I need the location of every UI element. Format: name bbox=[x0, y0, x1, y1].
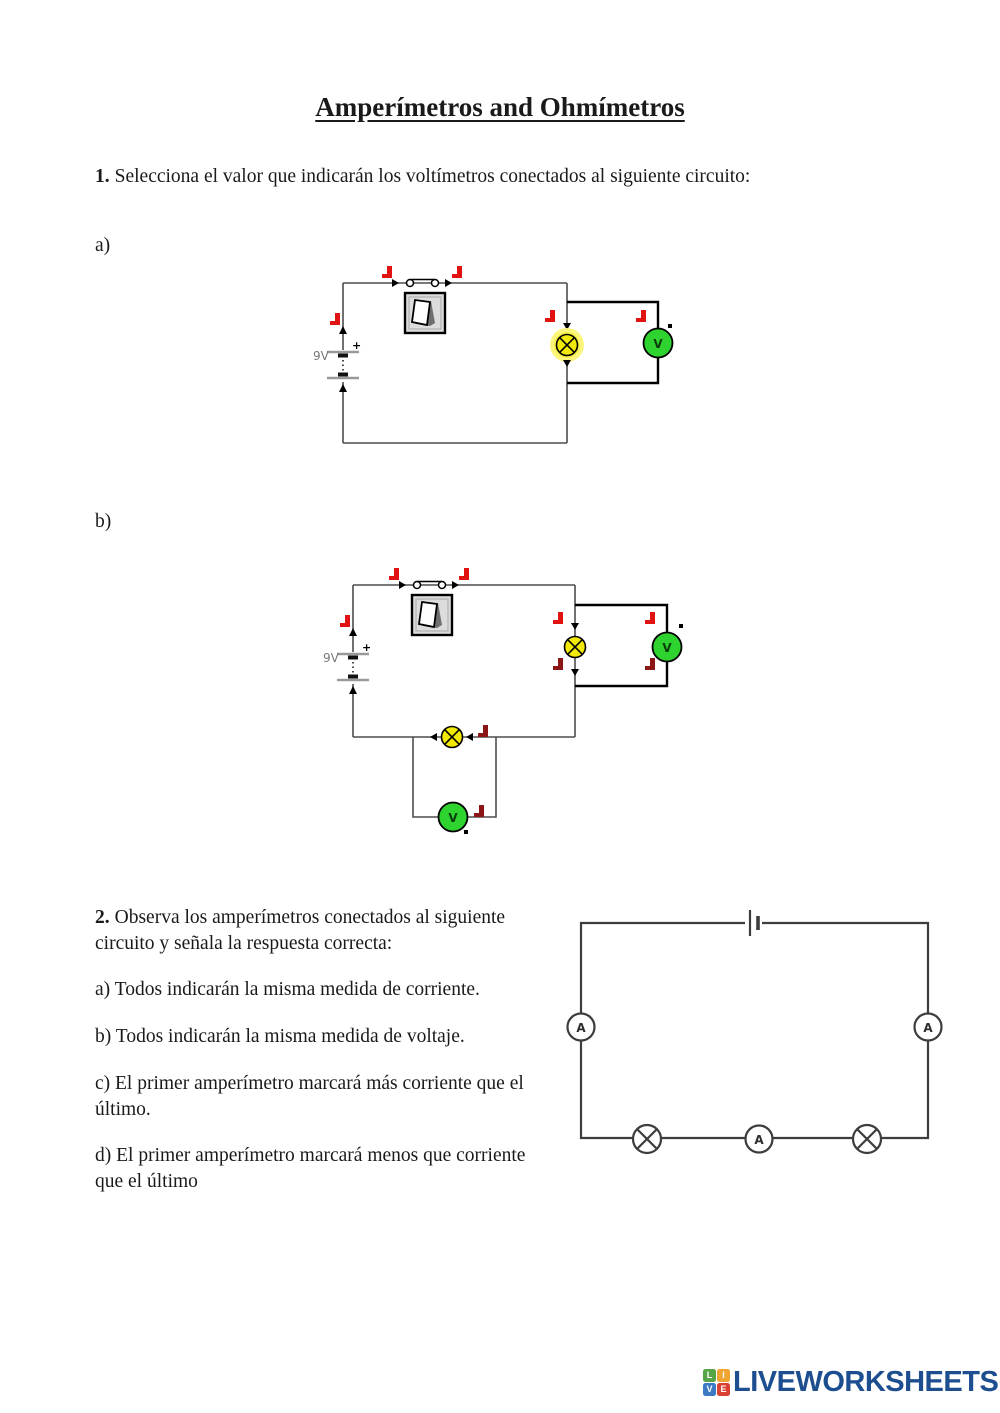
voltmeter-letter: V bbox=[662, 641, 672, 655]
ammeter-letter: A bbox=[923, 1021, 933, 1035]
lamp-icon bbox=[545, 310, 584, 367]
q2-option-d[interactable]: d) El primer amperímetro marcará menos q… bbox=[95, 1145, 526, 1193]
question-1-number: 1. bbox=[95, 166, 110, 187]
crocodile-clip-icon bbox=[340, 615, 350, 627]
liveworksheets-logo: L I V E LIVEWORKSHEETS bbox=[703, 1366, 999, 1399]
question-2-text: Observa los amperímetros conectados al s… bbox=[95, 907, 506, 954]
crocodile-clip-icon bbox=[553, 612, 563, 624]
crocodile-clip-icon bbox=[474, 805, 484, 817]
battery-plus-sign: + bbox=[352, 339, 361, 352]
crocodile-clip-icon bbox=[645, 658, 655, 670]
logo-square-2: V bbox=[703, 1383, 716, 1396]
voltmeter-icon: V bbox=[437, 801, 484, 834]
switch-icon bbox=[382, 266, 462, 335]
battery-voltage-label: 9V bbox=[313, 349, 330, 363]
voltmeter-icon: V bbox=[636, 310, 674, 359]
crocodile-clip-icon bbox=[382, 266, 392, 278]
circuit-a-wires bbox=[342, 282, 568, 444]
circuit-2-wires bbox=[579, 921, 930, 1140]
battery-voltage-label: 9V bbox=[323, 651, 340, 665]
ammeter-icon: A bbox=[566, 1012, 596, 1042]
circuit-a-diagram: + 9V bbox=[313, 266, 674, 444]
ammeter-letter: A bbox=[576, 1021, 586, 1035]
crocodile-clip-icon bbox=[452, 266, 462, 278]
ammeter-letter: A bbox=[754, 1133, 764, 1147]
battery-plus-sign: + bbox=[362, 641, 371, 654]
question-2-number: 2. bbox=[95, 907, 110, 928]
part-a-label: a) bbox=[95, 235, 111, 256]
logo-square-0: L bbox=[703, 1369, 716, 1382]
switch-icon bbox=[389, 568, 469, 637]
circuit-b-wires bbox=[352, 584, 576, 738]
logo-wordmark: LIVEWORKSHEETS bbox=[733, 1366, 999, 1398]
battery-icon: + 9V bbox=[313, 313, 361, 392]
logo-square-3: E bbox=[717, 1383, 730, 1396]
logo-square-1: I bbox=[717, 1369, 730, 1382]
question-1-text: Selecciona el valor que indicarán los vo… bbox=[114, 166, 751, 187]
crocodile-clip-icon bbox=[553, 658, 563, 670]
voltmeter-letter: V bbox=[653, 337, 663, 351]
lamp-icon bbox=[430, 725, 488, 749]
crocodile-clip-icon bbox=[636, 310, 646, 322]
lamp-icon bbox=[553, 612, 587, 676]
lamp-symbol-icon bbox=[631, 1123, 663, 1155]
q2-option-b[interactable]: b) Todos indicarán la misma medida de vo… bbox=[95, 1026, 465, 1048]
ammeter-icon: A bbox=[744, 1124, 774, 1154]
q2-option-c[interactable]: c) El primer amperímetro marcará más cor… bbox=[95, 1072, 524, 1120]
crocodile-clip-icon bbox=[459, 568, 469, 580]
circuit-2-diagram: A A A bbox=[566, 910, 943, 1155]
crocodile-clip-icon bbox=[645, 612, 655, 624]
voltmeter-icon: V bbox=[645, 612, 683, 670]
crocodile-clip-icon bbox=[389, 568, 399, 580]
crocodile-clip-icon bbox=[478, 725, 488, 737]
circuit-b-diagram: + 9V bbox=[323, 568, 683, 834]
page-title: Amperímetros and Ohmímetros bbox=[315, 92, 685, 122]
lamp-symbol-icon bbox=[851, 1123, 883, 1155]
voltmeter-letter: V bbox=[448, 811, 458, 825]
question-2-statement: 2.Observa los amperímetros conectados al… bbox=[95, 905, 557, 956]
battery-symbol-icon bbox=[748, 910, 760, 936]
battery-icon: + 9V bbox=[323, 615, 371, 694]
liveworksheets-logo-icon: L I V E bbox=[703, 1369, 730, 1396]
ammeter-icon: A bbox=[913, 1012, 943, 1042]
crocodile-clip-icon bbox=[330, 313, 340, 325]
crocodile-clip-icon bbox=[545, 310, 555, 322]
question-1: 1.Selecciona el valor que indicarán los … bbox=[95, 166, 915, 188]
part-b-label: b) bbox=[95, 511, 112, 532]
q2-option-a[interactable]: a) Todos indicarán la misma medida de co… bbox=[95, 979, 480, 1001]
question-2: 2.Observa los amperímetros conectados al… bbox=[95, 905, 557, 1216]
